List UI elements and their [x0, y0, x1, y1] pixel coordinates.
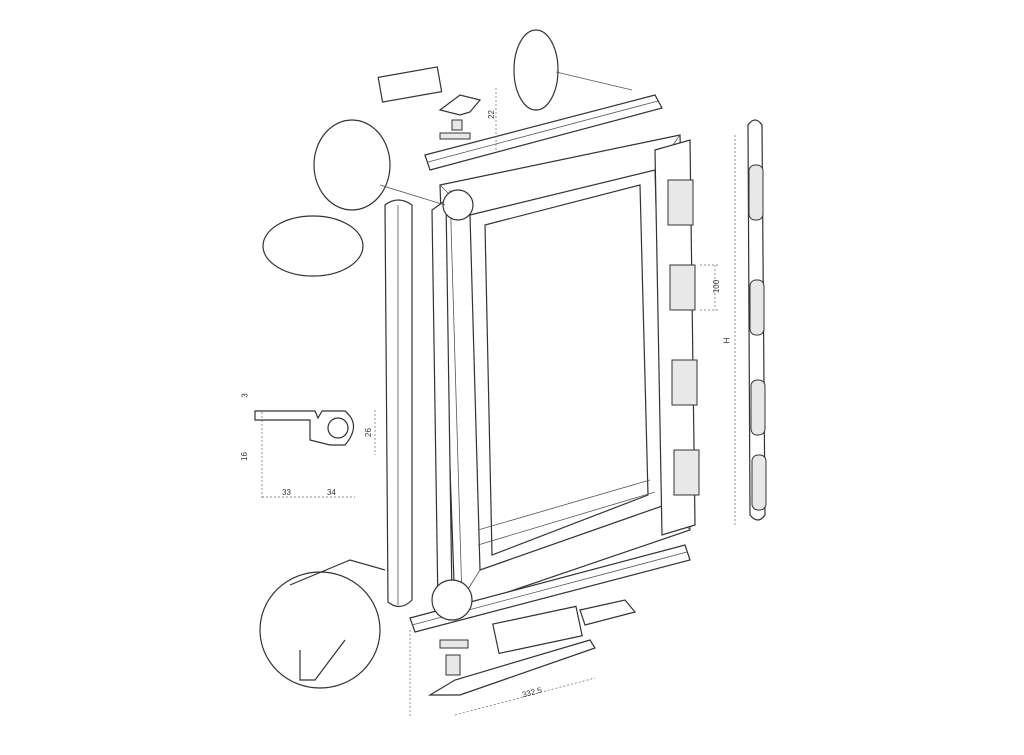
- bottom-hardware: [427, 599, 637, 696]
- dim-profile-top: 3: [240, 393, 250, 398]
- hinge-strip: [747, 119, 767, 521]
- detail-callouts: [259, 29, 633, 689]
- dim-profile-width-left: 33: [282, 488, 291, 497]
- dim-bracket-height: 22: [486, 110, 496, 119]
- left-profile: [384, 198, 453, 610]
- top-rail: [424, 94, 663, 171]
- right-hinge-profile: [654, 139, 700, 536]
- dim-sash-height: H: [722, 337, 732, 344]
- sash-frame: [439, 134, 691, 611]
- dim-profile-height: 16: [239, 452, 249, 461]
- profile-section: [254, 410, 376, 498]
- top-bracket-parts: [377, 66, 482, 140]
- dim-hinge-spacing: 100: [712, 279, 722, 294]
- dim-profile-depth: 26: [363, 428, 373, 437]
- dim-profile-width-right: 34: [327, 488, 336, 497]
